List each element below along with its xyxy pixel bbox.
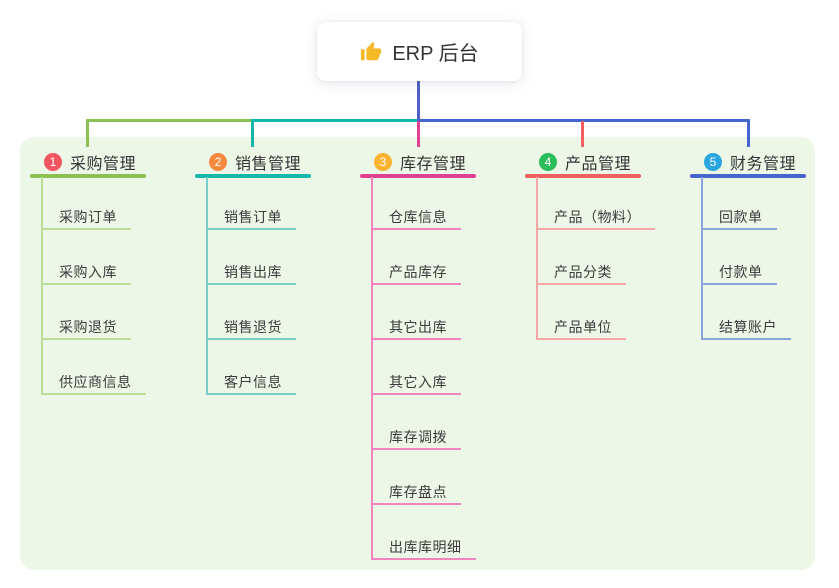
branch-label: 产品管理	[565, 156, 632, 173]
branches-panel	[20, 137, 815, 570]
branch: 5 财务管理 回款单付款单结算账户	[690, 151, 839, 340]
branch-spine-line	[206, 177, 208, 395]
root-stem-line	[417, 81, 420, 121]
branch-label: 销售管理	[235, 156, 302, 173]
child-node[interactable]: 销售出库	[206, 262, 296, 285]
branch-drop-line	[417, 121, 420, 147]
branch-label: 采购管理	[70, 156, 137, 173]
branch-label: 财务管理	[730, 156, 797, 173]
child-node[interactable]: 销售退货	[206, 317, 296, 340]
branch-underline	[30, 174, 146, 178]
child-node[interactable]: 产品分类	[536, 262, 626, 285]
branch-number-badge: 1	[44, 153, 62, 171]
root-node[interactable]: ERP 后台	[317, 22, 522, 81]
branch-spine-line	[536, 177, 538, 340]
branch-drop-line	[747, 121, 750, 147]
child-node[interactable]: 供应商信息	[41, 372, 146, 395]
child-node[interactable]: 采购退货	[41, 317, 131, 340]
child-node[interactable]: 付款单	[701, 262, 777, 285]
branch-underline	[690, 174, 806, 178]
child-node[interactable]: 其它出库	[371, 317, 461, 340]
child-node[interactable]: 产品库存	[371, 262, 461, 285]
branch-number-badge: 4	[539, 153, 557, 171]
branch: 3 库存管理 仓库信息产品库存其它出库其它入库库存调拨库存盘点出库库明细	[360, 151, 530, 560]
branch-header[interactable]: 2 销售管理	[195, 151, 365, 173]
branch-underline	[195, 174, 311, 178]
thumbs-up-icon	[361, 41, 382, 60]
child-node[interactable]: 出库库明细	[371, 537, 476, 560]
child-node[interactable]: 回款单	[701, 207, 777, 230]
child-node[interactable]: 结算账户	[701, 317, 791, 340]
branch-header[interactable]: 3 库存管理	[360, 151, 530, 173]
child-node[interactable]: 仓库信息	[371, 207, 461, 230]
branch-drop-line	[251, 121, 254, 147]
branch: 1 采购管理 采购订单采购入库采购退货供应商信息	[30, 151, 200, 395]
branch-underline	[360, 174, 476, 178]
branch-header[interactable]: 5 财务管理	[690, 151, 839, 173]
child-node[interactable]: 销售订单	[206, 207, 296, 230]
child-node[interactable]: 客户信息	[206, 372, 296, 395]
root-label: ERP 后台	[392, 43, 479, 65]
child-node[interactable]: 采购入库	[41, 262, 131, 285]
child-node[interactable]: 库存盘点	[371, 482, 461, 505]
branch-spine-line	[41, 177, 43, 395]
child-node[interactable]: 产品（物料）	[536, 207, 655, 230]
child-node[interactable]: 产品单位	[536, 317, 626, 340]
branch-drop-line	[581, 121, 584, 147]
child-node[interactable]: 其它入库	[371, 372, 461, 395]
connector-segment	[417, 119, 750, 122]
branch: 4 产品管理 产品（物料） 产品分类产品单位	[525, 151, 695, 340]
child-node[interactable]: 采购订单	[41, 207, 131, 230]
branch-label: 库存管理	[400, 156, 467, 173]
branch-number-badge: 3	[374, 153, 392, 171]
branch-spine-line	[701, 177, 703, 340]
branch-number-badge: 5	[704, 153, 722, 171]
branch-header[interactable]: 1 采购管理	[30, 151, 200, 173]
branch-spine-line	[371, 177, 373, 560]
branch-underline	[525, 174, 641, 178]
connector-segment	[86, 119, 253, 122]
branch-drop-line	[86, 121, 89, 147]
branch-header[interactable]: 4 产品管理	[525, 151, 695, 173]
connector-segment	[251, 119, 419, 122]
branch: 2 销售管理 销售订单销售出库销售退货客户信息	[195, 151, 365, 395]
branch-number-badge: 2	[209, 153, 227, 171]
child-node[interactable]: 库存调拨	[371, 427, 461, 450]
